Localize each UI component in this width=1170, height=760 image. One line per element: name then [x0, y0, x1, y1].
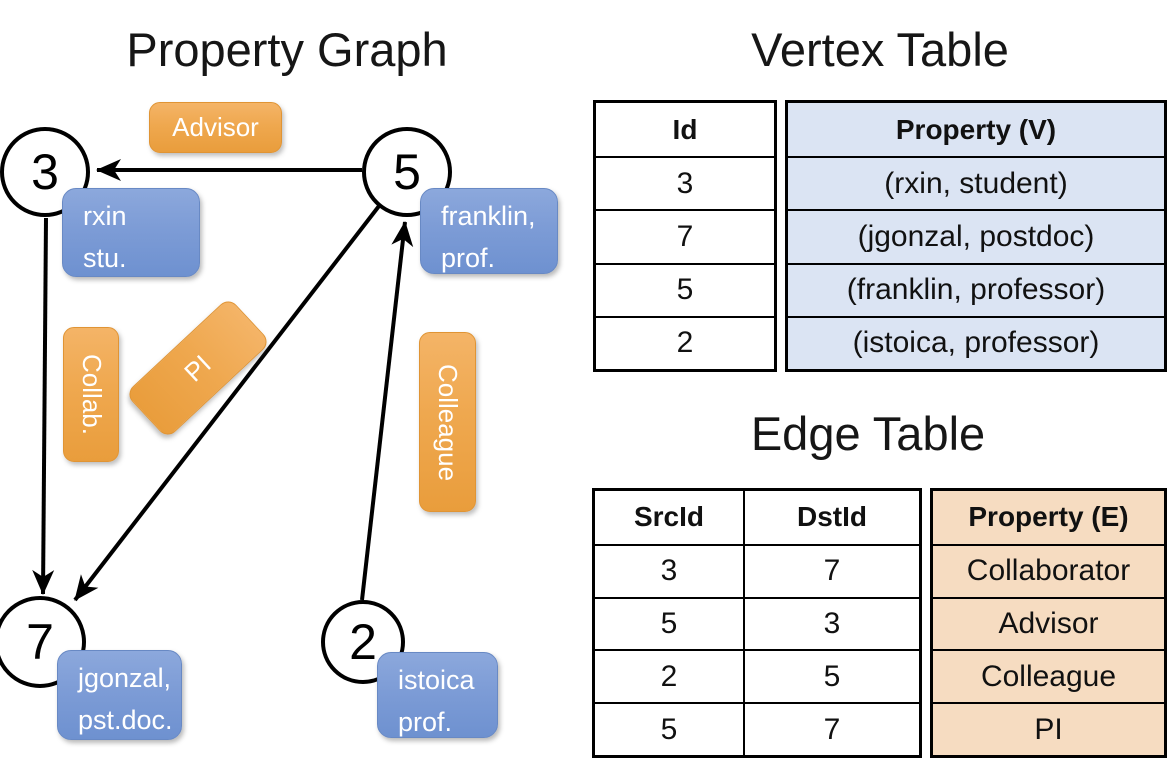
edge-arrow-collab-3-to-7: [32, 217, 55, 595]
node-id: 7: [26, 614, 54, 670]
node-id: 2: [349, 614, 377, 670]
node-id: 3: [31, 144, 59, 200]
edge-label-colleague: Colleague: [419, 332, 476, 512]
edge-label-text: Colleague: [433, 363, 463, 481]
edge-property-cell: Colleague: [933, 651, 1164, 703]
vertex-property-cell: (istoica, professor): [788, 317, 1164, 369]
vertex-property-cell: (rxin, student): [788, 158, 1164, 210]
edge-col-header-dst: DstId: [743, 491, 919, 544]
edge-src-cell: 2: [660, 659, 678, 693]
vertex-property-line: istoica: [398, 665, 475, 695]
vertex-id-cell: 7: [676, 219, 694, 253]
vertex-table-id-column: Id 3 7 5 2: [593, 100, 777, 372]
vertex-property-box-franklin: franklin, prof.: [420, 188, 558, 274]
edge-src-cell: 5: [660, 712, 678, 746]
edge-label-advisor: Advisor: [149, 102, 282, 153]
graph-edges-layer: [32, 159, 414, 602]
edge-label-text: Advisor: [172, 112, 259, 142]
node-id: 5: [393, 144, 421, 200]
vertex-property-line: prof.: [398, 707, 453, 737]
vertex-property-cell: (jgonzal, postdoc): [788, 211, 1164, 263]
vertex-col-header-id: Id: [672, 113, 698, 145]
edge-arrow-pi-5-to-7: [73, 204, 381, 602]
vertex-property-cell: (franklin, professor): [788, 264, 1164, 316]
vertex-id-cell: 5: [676, 273, 694, 307]
edge-property-cell: Advisor: [933, 598, 1164, 650]
vertex-id-cell: 2: [676, 326, 694, 360]
vertex-property-line: jgonzal,: [78, 663, 172, 693]
edge-property-cell: PI: [933, 704, 1164, 755]
edge-label-text: PI: [178, 348, 217, 387]
edge-src-cell: 5: [660, 606, 678, 640]
vertex-table-title: Vertex Table: [751, 23, 1009, 76]
edge-table-property-column: Property (E) Collaborator Advisor Collea…: [930, 488, 1167, 758]
edge-label-text: Collab.: [76, 354, 107, 435]
graph-node-2: 2: [321, 600, 405, 684]
graph-node-5: 5: [362, 127, 452, 217]
edge-src-cell: 3: [660, 554, 678, 588]
edge-table-id-columns: SrcId DstId 3 7 5 3 2 5 5 7: [592, 488, 922, 758]
vertex-property-line: franklin,: [441, 201, 536, 231]
vertex-property-box-istoica: istoica prof.: [377, 652, 498, 738]
property-graph-title: Property Graph: [126, 23, 448, 76]
edge-dst-cell: 5: [743, 651, 919, 703]
edge-table-title: Edge Table: [750, 407, 986, 460]
vertex-table-property-column: Property (V) (rxin, student) (jgonzal, p…: [785, 100, 1167, 372]
vertex-property-line: rxin: [83, 201, 127, 231]
edge-label-collab: Collab.: [63, 327, 119, 462]
edge-dst-cell: 7: [743, 704, 919, 755]
edge-dst-cell: 7: [743, 545, 919, 597]
vertex-property-line: stu.: [83, 243, 127, 273]
edge-dst-cell: 3: [743, 598, 919, 650]
vertex-property-line: prof.: [441, 243, 496, 273]
vertex-property-box-rxin: rxin stu.: [62, 188, 200, 277]
vertex-property-box-jgonzal: jgonzal, pst.doc.: [57, 650, 182, 740]
vertex-property-line: pst.doc.: [78, 705, 173, 735]
vertex-col-header-property: Property (V): [788, 103, 1164, 157]
vertex-id-cell: 3: [676, 166, 694, 200]
edge-col-header-src: SrcId: [633, 501, 705, 533]
edge-col-header-property: Property (E): [933, 491, 1164, 544]
edge-arrow-colleague-2-to-5: [360, 221, 414, 601]
edge-property-cell: Collaborator: [933, 545, 1164, 597]
